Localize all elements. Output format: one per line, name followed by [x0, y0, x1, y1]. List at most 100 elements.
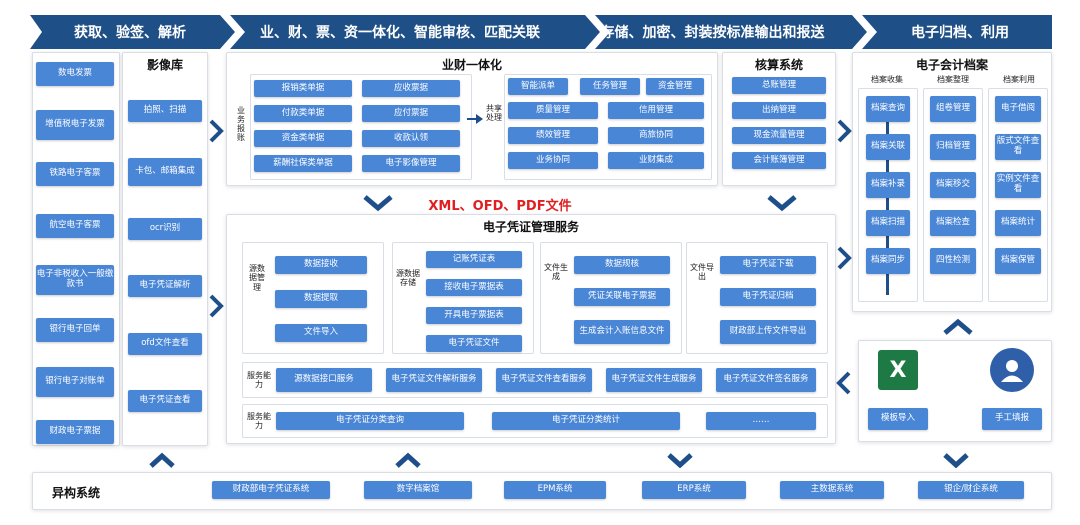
- header-stage-3: 存储、加密、封装按标准输出和报送: [600, 25, 825, 41]
- biz-item: 资金类单据: [254, 130, 352, 147]
- biz-item: 薪酬社保类单据: [254, 155, 352, 172]
- g3-item: 生成会计入账信息文件: [574, 320, 670, 344]
- svc2-item: 电子凭证分类统计: [492, 412, 680, 430]
- system-item: 数字档案馆: [364, 481, 472, 499]
- chevron-right-icon: [837, 246, 852, 270]
- archive-item: 档案查询: [866, 96, 910, 122]
- service-label: 服务能力: [247, 370, 271, 389]
- system-item: 主数据系统: [780, 481, 884, 499]
- archive-item: 档案同步: [866, 248, 910, 274]
- manual-entry-button[interactable]: 手工填报: [982, 408, 1042, 430]
- group-label: 源数据管理: [249, 264, 265, 292]
- chevron-up-icon: [149, 452, 175, 468]
- accounting-item: 现金流量管理: [732, 127, 826, 144]
- header-bar: [30, 15, 1052, 49]
- share-item: 资金管理: [646, 78, 704, 95]
- group-label: 源数据存储: [396, 268, 420, 287]
- chevron-down-icon: [363, 195, 393, 212]
- g3-item: 数据规核: [574, 256, 670, 274]
- file-formats-label: XML、OFD、PDF文件: [428, 199, 572, 214]
- accounting-item: 出纳管理: [732, 102, 826, 119]
- share-item: 信用管理: [608, 102, 704, 119]
- g2-item: 接收电子票据表: [426, 279, 522, 296]
- biz-item: 应收票据: [362, 80, 460, 97]
- archive-col-head: 档案收集: [871, 75, 903, 85]
- share-item: 绩效管理: [508, 127, 598, 144]
- imagelib-item: 卡包、邮箱集成: [128, 158, 202, 186]
- archive-item: 归档管理: [930, 134, 976, 160]
- group-label: 文件导出: [690, 262, 714, 281]
- accounting-title: 核算系统: [754, 58, 803, 72]
- header-stage-4: 电子归档、利用: [911, 25, 1009, 41]
- system-item: EPM系统: [504, 481, 606, 499]
- g1-item: 文件导入: [275, 324, 367, 342]
- archive-item: 档案移交: [930, 172, 976, 198]
- chevron-right-icon: [209, 119, 224, 143]
- imagelib-item: 电子凭证查看: [128, 390, 202, 412]
- invoice-item: 铁路电子客票: [36, 162, 114, 186]
- imagelib-item: ocr识别: [128, 218, 202, 240]
- excel-icon: X: [878, 350, 918, 390]
- arrow-right-icon: [467, 114, 483, 124]
- invoice-item: 银行电子对账单: [36, 367, 114, 397]
- archive-col-head: 档案利用: [1003, 75, 1035, 85]
- system-item: 银企/财企系统: [918, 481, 1024, 499]
- system-item: 财政部电子凭证系统: [212, 481, 330, 499]
- share-item: 业财集成: [608, 152, 704, 169]
- service-label: 服务能力: [247, 411, 271, 430]
- archive-item: 档案统计: [995, 210, 1041, 236]
- g2-item: 电子凭证文件: [426, 335, 522, 352]
- share-item: 任务管理: [580, 78, 640, 95]
- svc1-item: 电子凭证文件查看服务: [496, 368, 592, 392]
- header-stage-1: 获取、验签、解析: [74, 25, 186, 41]
- biz-item: 报销类单据: [254, 80, 352, 97]
- share-item: 智能派单: [508, 78, 568, 95]
- biz-item: 付款类单据: [254, 105, 352, 122]
- archive-item: 档案关联: [866, 134, 910, 160]
- svc1-item: 电子凭证文件解析服务: [386, 368, 482, 392]
- g1-item: 数据接收: [275, 256, 367, 274]
- header-stage-2: 业、财、票、资一体化、智能审核、匹配关联: [260, 25, 540, 41]
- archive-item: 档案保管: [995, 248, 1041, 274]
- share-item: 商旅协同: [608, 127, 704, 144]
- biz-item: 电子影像管理: [362, 155, 460, 172]
- archive-item: 档案扫描: [866, 210, 910, 236]
- invoice-item: 电子非税收入一般缴款书: [36, 265, 114, 295]
- heterogeneous-title: 异构系统: [52, 486, 101, 500]
- chevron-down-icon: [667, 453, 693, 468]
- voucher-service-title: 电子凭证管理服务: [482, 220, 579, 234]
- archive-item: 组卷管理: [930, 96, 976, 122]
- share-item: 质量管理: [508, 102, 598, 119]
- chevron-up-icon: [395, 452, 421, 468]
- biz-label: 业务报账: [237, 105, 245, 143]
- chevron-down-icon: [767, 195, 797, 212]
- imagelib-item: ofd文件查看: [128, 333, 202, 355]
- system-item: ERP系统: [642, 481, 746, 499]
- g2-item: 记账凭证表: [426, 251, 522, 268]
- biz-item: 应付票据: [362, 105, 460, 122]
- business-finance-title: 业财一体化: [441, 58, 502, 72]
- archive-item: 档案检查: [930, 210, 976, 236]
- svc1-item: 源数据接口服务: [276, 368, 372, 392]
- archive-col-head: 档案整理: [937, 75, 969, 85]
- image-library-title: 影像库: [146, 58, 183, 72]
- share-item: 业务协同: [508, 152, 598, 169]
- biz-item: 收款认领: [362, 130, 460, 147]
- archive-item: 版式文件查看: [995, 134, 1041, 160]
- g2-item: 开具电子票据表: [426, 307, 522, 324]
- template-import-button[interactable]: 模板导入: [868, 408, 928, 430]
- invoice-item: 增值税电子发票: [36, 110, 114, 140]
- share-label: 共享处理: [486, 103, 502, 122]
- invoice-item: 数电发票: [36, 62, 114, 86]
- g4-item: 财政部上传文件导出: [720, 320, 816, 344]
- chevron-left-icon: [836, 371, 851, 395]
- accounting-item: 会计账簿管理: [732, 152, 826, 169]
- svc1-item: 电子凭证文件签名服务: [716, 368, 816, 392]
- invoice-item: 银行电子回单: [36, 318, 114, 342]
- svc1-item: 电子凭证文件生成服务: [606, 368, 702, 392]
- accounting-item: 总账管理: [732, 77, 826, 94]
- archive-item: 四性检测: [930, 248, 976, 274]
- g4-item: 电子凭证归档: [720, 288, 816, 306]
- g3-item: 凭证关联电子票据: [574, 288, 670, 306]
- g4-item: 电子凭证下载: [720, 256, 816, 274]
